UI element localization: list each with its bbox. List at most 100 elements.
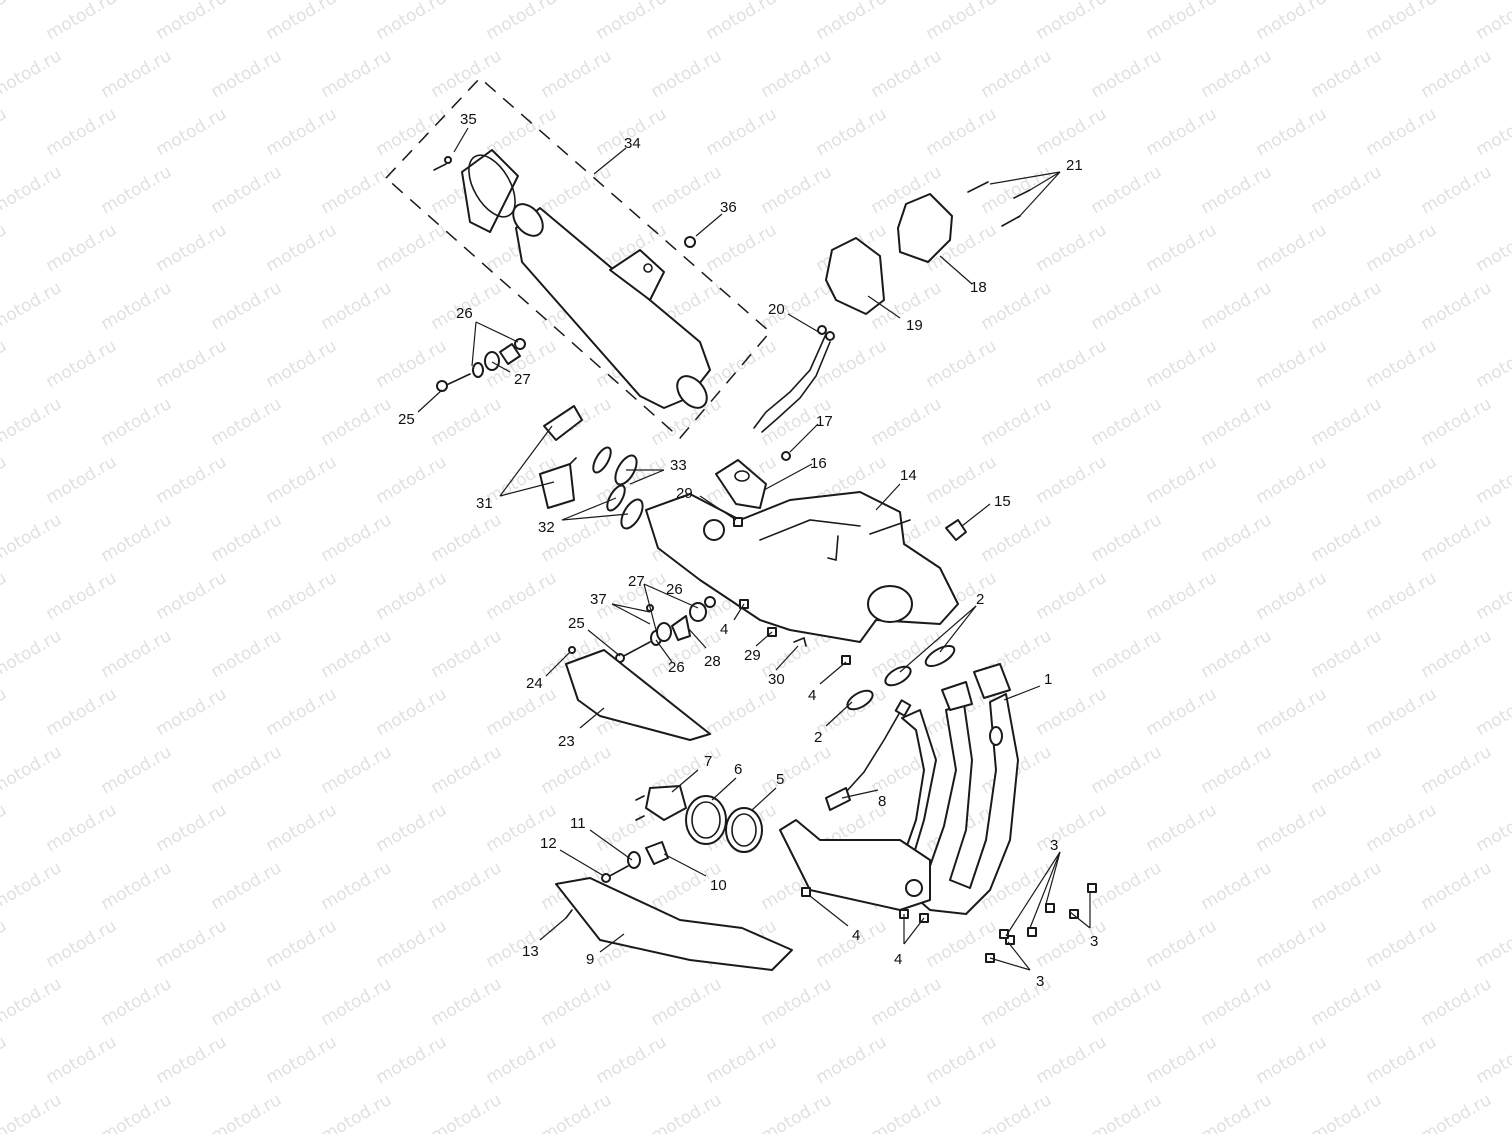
watermark-text: motod.ru	[373, 0, 451, 44]
watermark-text: motod.ru	[43, 916, 121, 972]
watermark-text: motod.ru	[1308, 858, 1386, 914]
servo-bolts	[967, 181, 1031, 227]
watermark-text: motod.ru	[813, 336, 891, 392]
watermark-text: motod.ru	[263, 336, 341, 392]
watermark-text: motod.ru	[318, 278, 396, 334]
callout-11: 11	[570, 815, 586, 832]
callout-18: 18	[970, 279, 987, 296]
watermark-text: motod.ru	[153, 220, 231, 276]
watermark-text: motod.ru	[263, 220, 341, 276]
callout-28: 28	[704, 653, 721, 670]
watermark-text: motod.ru	[1088, 46, 1166, 102]
watermark-text: motod.ru	[0, 104, 10, 160]
watermark-text: motod.ru	[923, 104, 1001, 160]
watermark-text: motod.ru	[1473, 800, 1512, 856]
watermark-text: motod.ru	[1088, 394, 1166, 450]
silencer-end-cap	[433, 149, 519, 233]
watermark-text: motod.ru	[813, 104, 891, 160]
callout-13: 13	[522, 943, 539, 960]
watermark-text: motod.ru	[318, 742, 396, 798]
watermark-text: motod.ru	[1253, 684, 1331, 740]
lower-bolt-set	[615, 596, 716, 663]
watermark-text: motod.ru	[98, 162, 176, 218]
watermark-text: motod.ru	[1308, 626, 1386, 682]
callout-31: 31	[476, 495, 493, 512]
watermark-text: motod.ru	[703, 0, 781, 44]
watermark-text: motod.ru	[98, 974, 176, 1030]
watermark-text: motod.ru	[208, 394, 286, 450]
watermark-text: motod.ru	[1473, 336, 1512, 392]
washer	[568, 646, 576, 654]
watermark-text: motod.ru	[428, 974, 506, 1030]
callout-23: 23	[558, 733, 575, 750]
watermark-text: motod.ru	[1143, 104, 1221, 160]
watermark-text: motod.ru	[428, 858, 506, 914]
optional-silencer-outline	[384, 76, 772, 440]
watermark-text: motod.ru	[1088, 974, 1166, 1030]
watermark-text: motod.ru	[428, 1090, 506, 1134]
watermark-text: motod.ru	[263, 568, 341, 624]
watermark-text: motod.ru	[923, 336, 1001, 392]
watermark-text: motod.ru	[263, 684, 341, 740]
watermark-text: motod.ru	[1033, 220, 1111, 276]
watermark-text: motod.ru	[1473, 104, 1512, 160]
watermark-text: motod.ru	[1033, 1032, 1111, 1088]
callout-27b: 27	[628, 573, 645, 590]
watermark-text: motod.ru	[1088, 1090, 1166, 1134]
callout-4c: 4	[852, 927, 860, 944]
callout-26a: 26	[456, 305, 473, 322]
watermark-text: motod.ru	[43, 220, 121, 276]
watermark-text: motod.ru	[813, 916, 891, 972]
watermark-text: motod.ru	[1143, 452, 1221, 508]
watermark-text: motod.ru	[98, 46, 176, 102]
watermark-text: motod.ru	[0, 452, 10, 508]
watermark-text: motod.ru	[1088, 278, 1166, 334]
watermark-text: motod.ru	[208, 742, 286, 798]
watermark-text: motod.ru	[1198, 278, 1276, 334]
watermark-text: motod.ru	[1253, 220, 1331, 276]
watermark-text: motod.ru	[0, 916, 10, 972]
callout-30: 30	[768, 671, 785, 688]
callout-34: 34	[624, 135, 641, 152]
heat-shield-upper	[565, 649, 711, 741]
watermark-text: motod.ru	[758, 46, 836, 102]
watermark-text: motod.ru	[1088, 162, 1166, 218]
watermark-text: motod.ru	[153, 452, 231, 508]
watermark-text: motod.ru	[98, 394, 176, 450]
callout-3c: 3	[1036, 973, 1044, 990]
watermark-text: motod.ru	[208, 626, 286, 682]
watermark-text: motod.ru	[648, 1090, 726, 1134]
callout-37: 37	[590, 591, 607, 608]
watermark-text: motod.ru	[318, 858, 396, 914]
watermark-text: motod.ru	[1143, 0, 1221, 44]
watermark-text: motod.ru	[0, 742, 65, 798]
flange-gaskets	[685, 795, 763, 853]
watermark-text: motod.ru	[1473, 452, 1512, 508]
watermark-text: motod.ru	[153, 684, 231, 740]
watermark-text: motod.ru	[1088, 626, 1166, 682]
watermark-text: motod.ru	[373, 568, 451, 624]
watermark-text: motod.ru	[263, 452, 341, 508]
watermark-text: motod.ru	[1473, 220, 1512, 276]
oxygen-sensor	[825, 699, 912, 811]
callout-3b: 3	[1090, 933, 1098, 950]
watermark-text: motod.ru	[1198, 162, 1276, 218]
leader-lines	[417, 127, 1091, 971]
watermark-text: motod.ru	[318, 394, 396, 450]
watermark-text: motod.ru	[1418, 858, 1496, 914]
watermark-text: motod.ru	[1363, 452, 1441, 508]
watermark-text: motod.ru	[208, 974, 286, 1030]
end-cap-nut	[945, 519, 967, 541]
watermark-text: motod.ru	[648, 46, 726, 102]
watermark-text: motod.ru	[1363, 336, 1441, 392]
exhaust-servo-motor	[897, 193, 953, 263]
callout-25b: 25	[568, 615, 585, 632]
watermark-text: motod.ru	[373, 684, 451, 740]
watermark-text: motod.ru	[1033, 568, 1111, 624]
watermark-text: motod.ru	[648, 974, 726, 1030]
watermark-text: motod.ru	[1253, 336, 1331, 392]
watermark-text: motod.ru	[98, 626, 176, 682]
watermark-text: motod.ru	[538, 742, 616, 798]
callout-4d: 4	[894, 951, 902, 968]
